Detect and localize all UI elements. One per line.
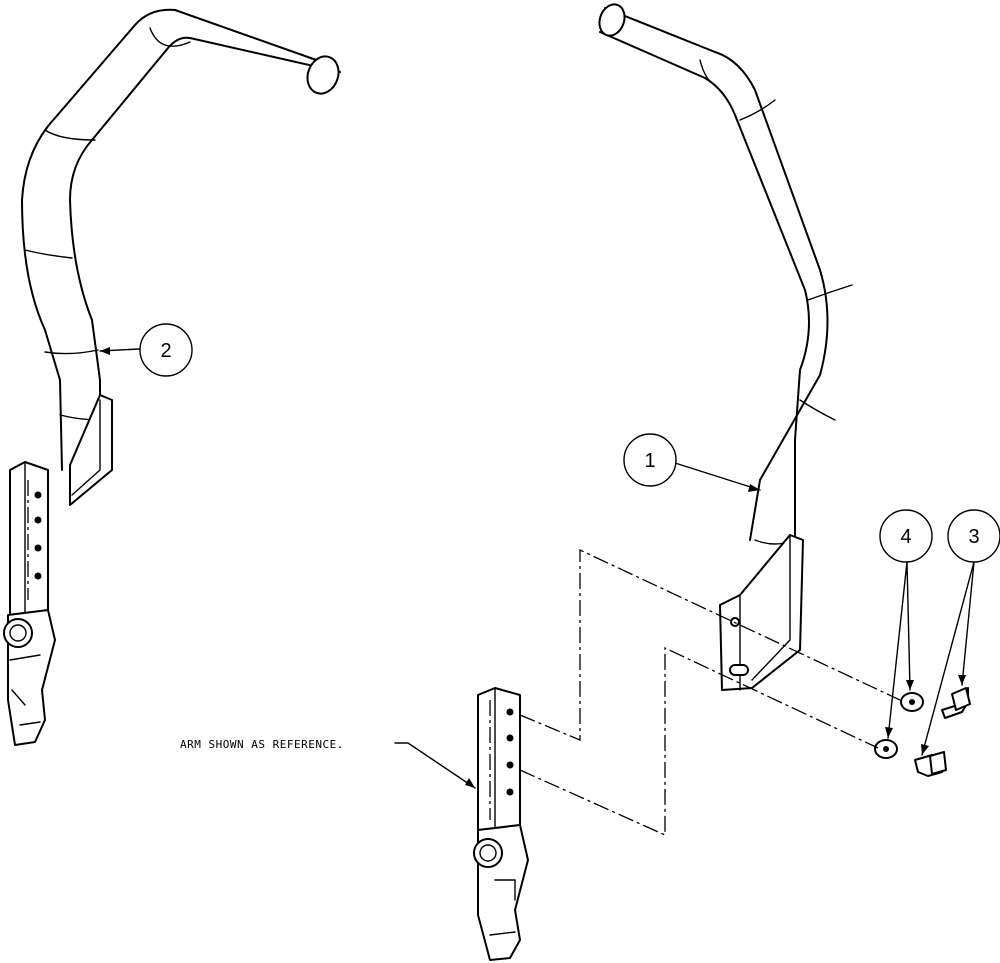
right-bracket-slot	[729, 664, 749, 676]
callout-4: 4	[879, 509, 933, 563]
left-arm-upright	[9, 461, 49, 621]
left-knob	[3, 618, 33, 648]
callout-2-circle	[139, 323, 193, 377]
callout-3: 3	[947, 509, 1000, 563]
reference-note: ARM SHOWN AS REFERENCE.	[180, 738, 344, 751]
callout-3-circle	[947, 509, 1000, 563]
callout-1: 1	[623, 433, 677, 487]
right-tube-end	[598, 3, 626, 37]
right-bracket	[719, 534, 804, 691]
left-bracket	[69, 394, 113, 506]
left-armrest-assembly	[3, 8, 341, 746]
callout-4-number: 4	[900, 526, 911, 548]
callout-3-number: 3	[968, 526, 979, 548]
alignment-lines	[519, 548, 901, 837]
callout-1-number: 1	[644, 450, 655, 472]
left-hole	[34, 491, 42, 499]
hardware	[874, 687, 971, 777]
right-tube	[599, 7, 829, 541]
callout-2-number: 2	[160, 340, 171, 362]
left-tube-bands	[24, 27, 191, 421]
right-tube-bands	[699, 59, 853, 545]
callout-2: 2	[139, 323, 193, 377]
right-armrest-assembly	[598, 3, 853, 691]
callout-1-circle	[623, 433, 677, 487]
left-tube	[21, 8, 341, 471]
left-tube-end	[306, 55, 340, 95]
callout-4-circle	[879, 509, 933, 563]
reference-arm	[473, 687, 529, 961]
leader-lines	[99, 347, 975, 789]
reference-arm-upright	[477, 687, 521, 851]
